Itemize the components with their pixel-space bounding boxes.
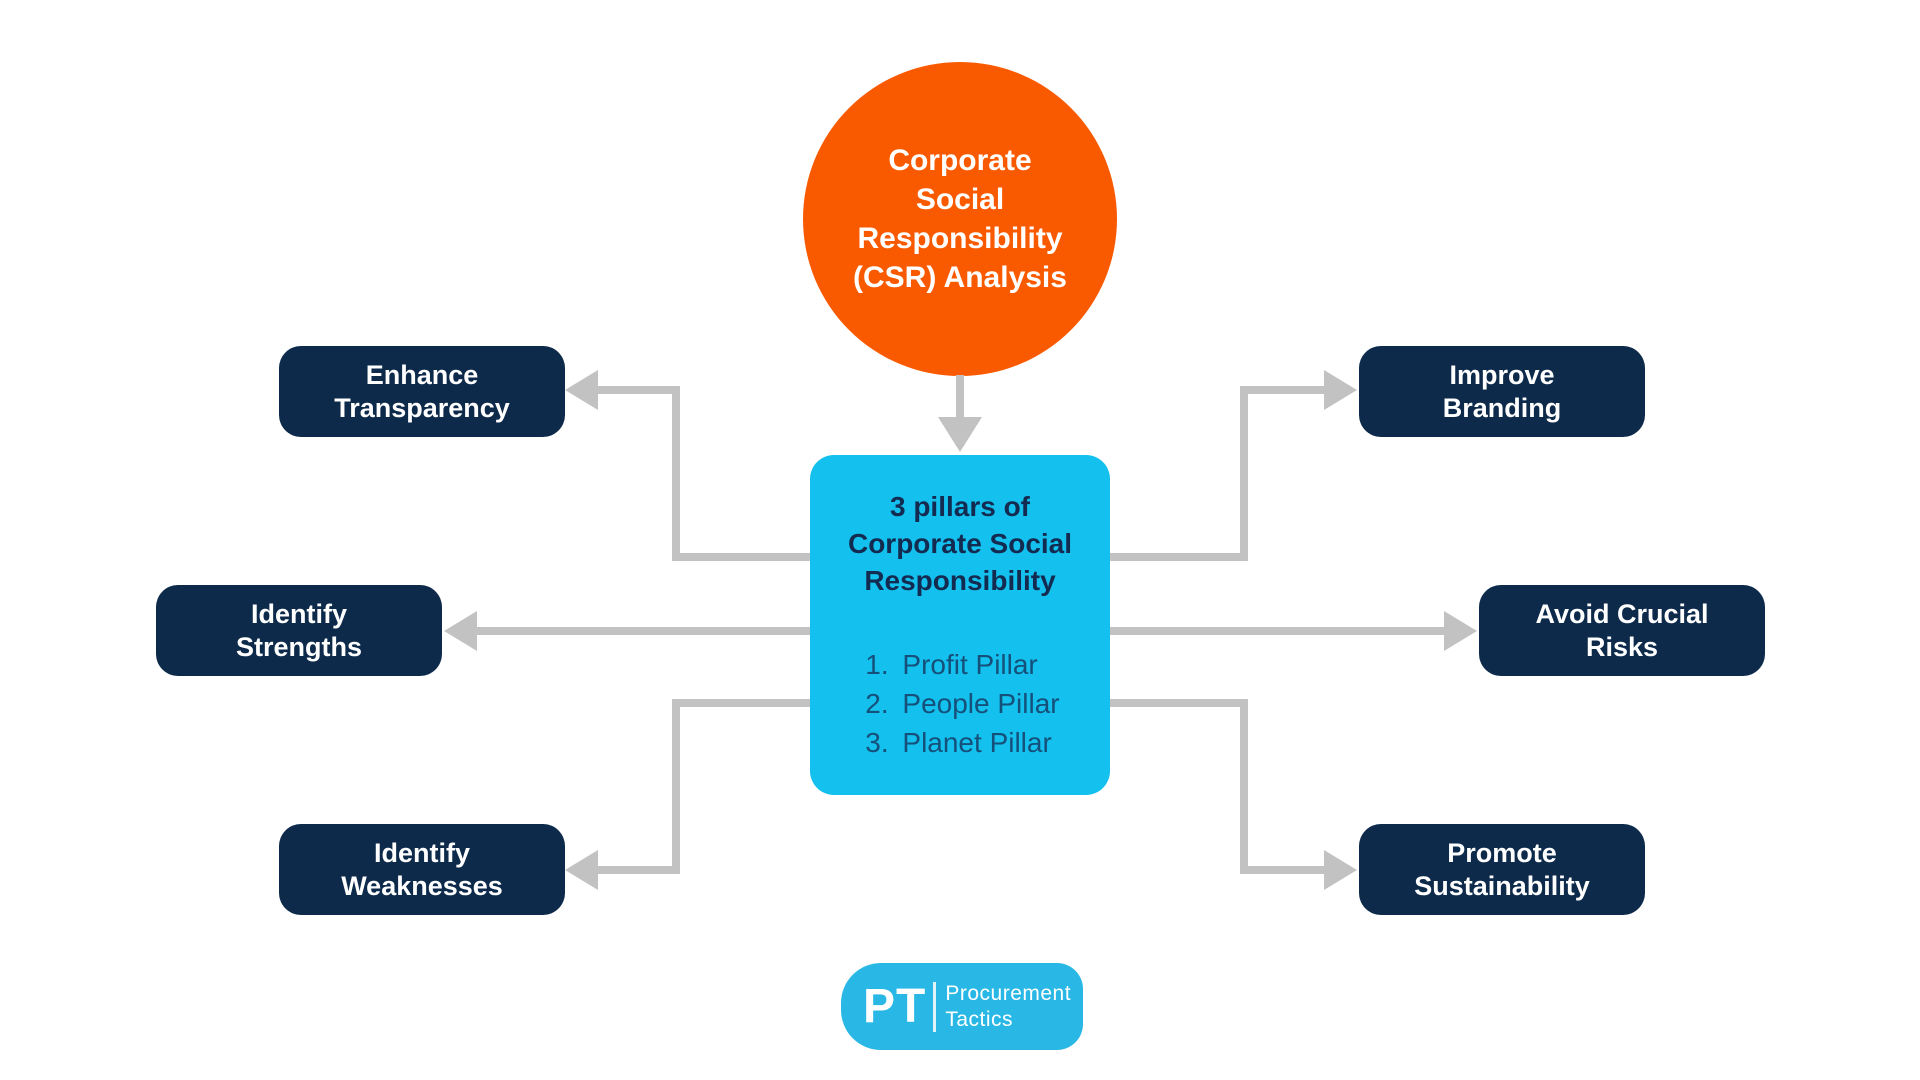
connector-line (956, 375, 964, 422)
connector-line (672, 386, 680, 561)
connector-line (598, 386, 680, 394)
node-label: Promote Sustainability (1414, 837, 1590, 901)
center-node-3-pillars: 3 pillars of Corporate Social Responsibi… (810, 455, 1110, 795)
connector-line (598, 866, 680, 874)
arrowhead-down-icon (938, 417, 982, 452)
node-label: Improve Branding (1442, 359, 1562, 423)
node-identify-strengths: Identify Strengths (156, 585, 442, 676)
arrowhead-left-icon (444, 611, 477, 651)
root-node-csr-analysis: Corporate Social Responsibility (CSR) An… (803, 62, 1117, 376)
connector-line (477, 627, 810, 635)
node-avoid-crucial-risks: Avoid Crucial Risks (1479, 585, 1765, 676)
arrowhead-right-icon (1444, 611, 1477, 651)
logo-monogram: PT (863, 980, 927, 1033)
connector-line (1240, 699, 1248, 874)
pillar-item-profit: Profit Pillar (896, 645, 1059, 684)
node-enhance-transparency: Enhance Transparency (279, 346, 565, 437)
connector-line (1110, 699, 1244, 707)
node-promote-sustainability: Promote Sustainability (1359, 824, 1645, 915)
connector-line (676, 699, 810, 707)
node-label: Enhance Transparency (334, 359, 510, 423)
pillar-item-planet: Planet Pillar (896, 723, 1059, 762)
pillars-list: Profit Pillar People Pillar Planet Pilla… (860, 645, 1059, 762)
center-node-title: 3 pillars of Corporate Social Responsibi… (847, 491, 1073, 596)
logo-divider (933, 981, 937, 1032)
connector-line (672, 699, 680, 874)
connector-line (1240, 386, 1248, 561)
logo-name: Procurement Tactics (945, 981, 1072, 1031)
connector-line (1240, 386, 1324, 394)
node-label: Avoid Crucial Risks (1535, 598, 1709, 662)
arrowhead-right-icon (1324, 370, 1357, 410)
connector-line (1240, 866, 1324, 874)
arrowhead-left-icon (565, 850, 598, 890)
node-identify-weaknesses: Identify Weaknesses (279, 824, 565, 915)
arrowhead-right-icon (1324, 850, 1357, 890)
connector-line (676, 553, 810, 561)
node-label: Identify Weaknesses (341, 837, 503, 901)
arrowhead-left-icon (565, 370, 598, 410)
procurement-tactics-logo: PT Procurement Tactics (841, 963, 1083, 1050)
pillar-item-people: People Pillar (896, 684, 1059, 723)
node-label: Identify Strengths (235, 598, 362, 662)
connector-line (1110, 553, 1244, 561)
node-improve-branding: Improve Branding (1359, 346, 1645, 437)
root-node-label: Corporate Social Responsibility (CSR) An… (853, 144, 1067, 294)
connector-line (1110, 627, 1444, 635)
